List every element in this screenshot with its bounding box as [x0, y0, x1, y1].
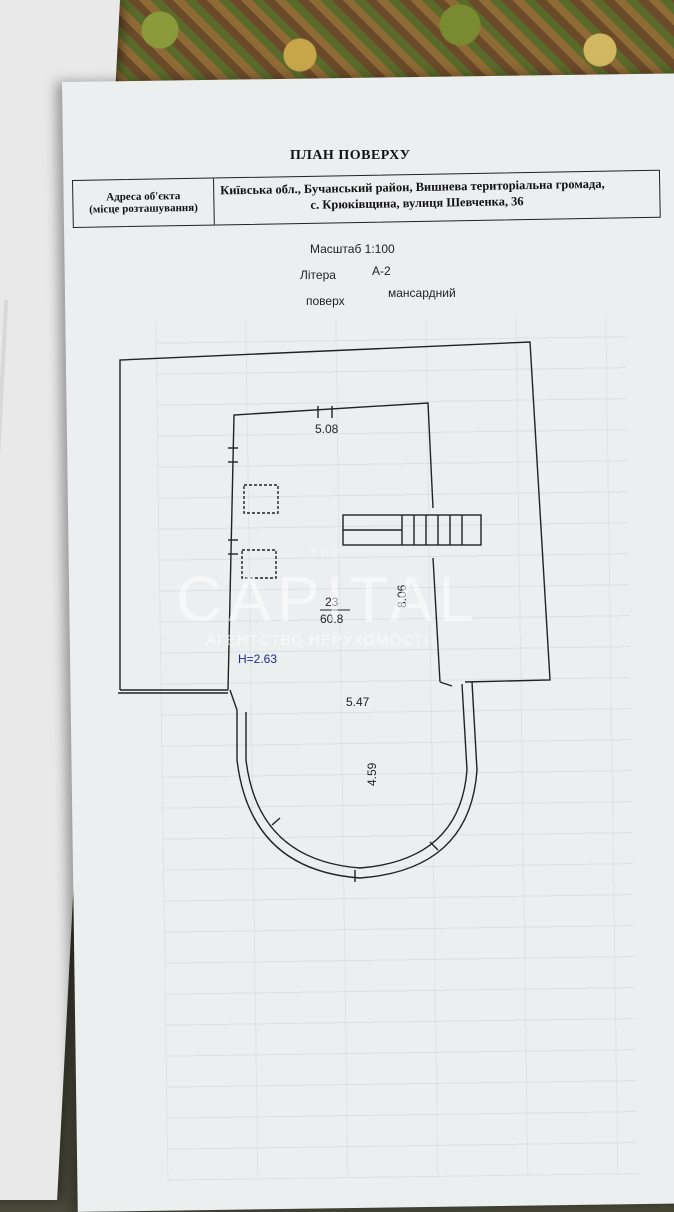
room-number: 23 — [325, 595, 339, 609]
room-wall-right-bottom — [439, 681, 453, 687]
letter-label: Літера — [300, 268, 336, 282]
document-title: ПЛАН ПОВЕРХУ — [290, 148, 411, 163]
room-wall-left-bottom — [229, 689, 238, 711]
room-wall-top — [227, 402, 434, 691]
address-label: Адреса об'єкта (місце розташування) — [73, 178, 215, 227]
watermark-top: THE — [310, 548, 344, 560]
room-area: 60.8 — [320, 612, 344, 626]
dim-arc: 4.59 — [365, 762, 379, 786]
letter-value: А-2 — [372, 264, 391, 278]
outer-outline — [119, 341, 551, 690]
dim-bottom: 5.47 — [346, 695, 370, 709]
address-value: Київська обл., Бучанський район, Вишнева… — [214, 171, 660, 225]
watermark-tagline: АГЕНТСТВО НЕРУХОМОСТІ — [206, 632, 430, 649]
floor-value: мансардний — [388, 286, 456, 300]
watermark-brand: CAPITAL — [176, 563, 480, 635]
bay-wall-outer — [236, 681, 478, 879]
scale-label: Масштаб 1:100 — [310, 242, 395, 256]
bay-window-mark — [271, 817, 281, 826]
page-stripe — [0, 300, 9, 700]
skylight-2 — [241, 549, 277, 579]
room-wall-right — [432, 557, 441, 683]
dim-top: 5.08 — [315, 422, 339, 436]
room-height: H=2.63 — [238, 652, 277, 666]
skylight-1 — [243, 484, 279, 514]
floor-plan: 5.08 8.06 23 60.8 H=2.63 5.47 4.59 — [118, 341, 551, 882]
address-label-line2: (місце розташування) — [89, 201, 198, 216]
address-table: Адреса об'єкта (місце розташування) Київ… — [72, 169, 661, 228]
bay-wall-inner — [245, 683, 468, 869]
bay-window-mark — [429, 841, 439, 851]
floor-label: поверх — [306, 294, 345, 308]
dim-right: 8.06 — [395, 584, 409, 608]
